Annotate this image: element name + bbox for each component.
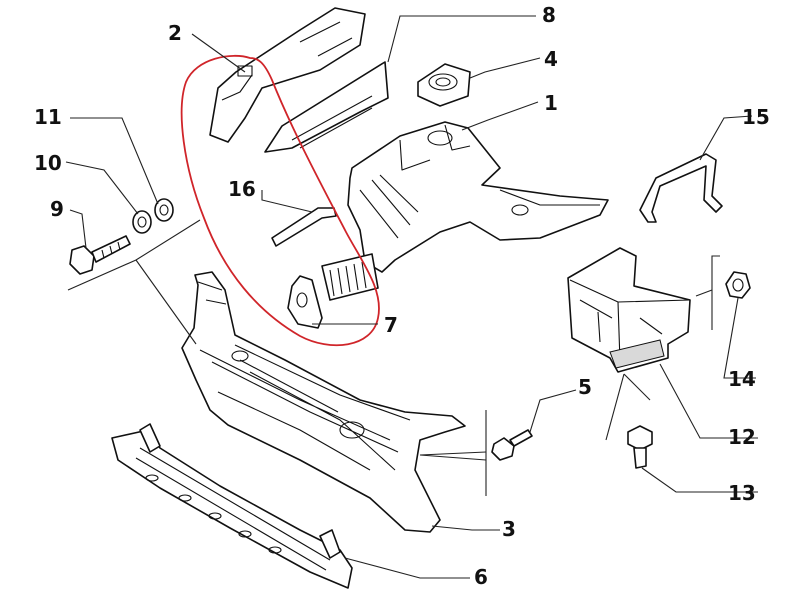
callout-9: 9	[50, 197, 64, 221]
part-5-screw[interactable]	[491, 429, 533, 461]
part-2-upper-bracket[interactable]	[209, 7, 366, 143]
callout-3: 3	[502, 517, 516, 541]
part-1-side-member[interactable]	[347, 121, 609, 273]
callout-4: 4	[544, 47, 558, 71]
part-13-bolt[interactable]	[627, 425, 653, 469]
callout-1: 1	[544, 91, 558, 115]
callout-2: 2	[168, 21, 182, 45]
callout-11: 11	[34, 105, 62, 129]
callout-8: 8	[542, 3, 556, 27]
part-7-plate[interactable]	[287, 275, 323, 329]
part-3-front-frame[interactable]	[181, 271, 466, 533]
part-8-brace-panel[interactable]	[264, 61, 389, 153]
part-9-bolt[interactable]	[69, 235, 131, 275]
part-4-strut-mount[interactable]	[417, 63, 471, 107]
callout-14: 14	[728, 367, 756, 391]
callout-13: 13	[728, 481, 756, 505]
callout-10: 10	[34, 151, 62, 175]
part-11-nut[interactable]	[154, 198, 174, 222]
highlight-outline	[180, 54, 380, 347]
callout-15: 15	[742, 105, 770, 129]
callout-5: 5	[578, 375, 592, 399]
part-15-clamp-strap[interactable]	[639, 153, 723, 223]
callout-12: 12	[728, 425, 756, 449]
callout-7: 7	[384, 313, 398, 337]
part-14-nut[interactable]	[725, 271, 751, 299]
leader-lines	[65, 15, 758, 579]
part-16-trim-strip[interactable]	[271, 207, 337, 247]
callout-16: 16	[228, 177, 256, 201]
callout-6: 6	[474, 565, 488, 589]
part-7-crash-box[interactable]	[321, 253, 379, 301]
part-6-bumper-beam[interactable]	[111, 423, 353, 589]
part-12-battery-tray[interactable]	[567, 247, 691, 373]
part-10-washer[interactable]	[132, 210, 152, 234]
callout-labels: 2 8 4 1 15 11 10 9 16 7 5 14 12 13 3 6	[34, 3, 770, 589]
